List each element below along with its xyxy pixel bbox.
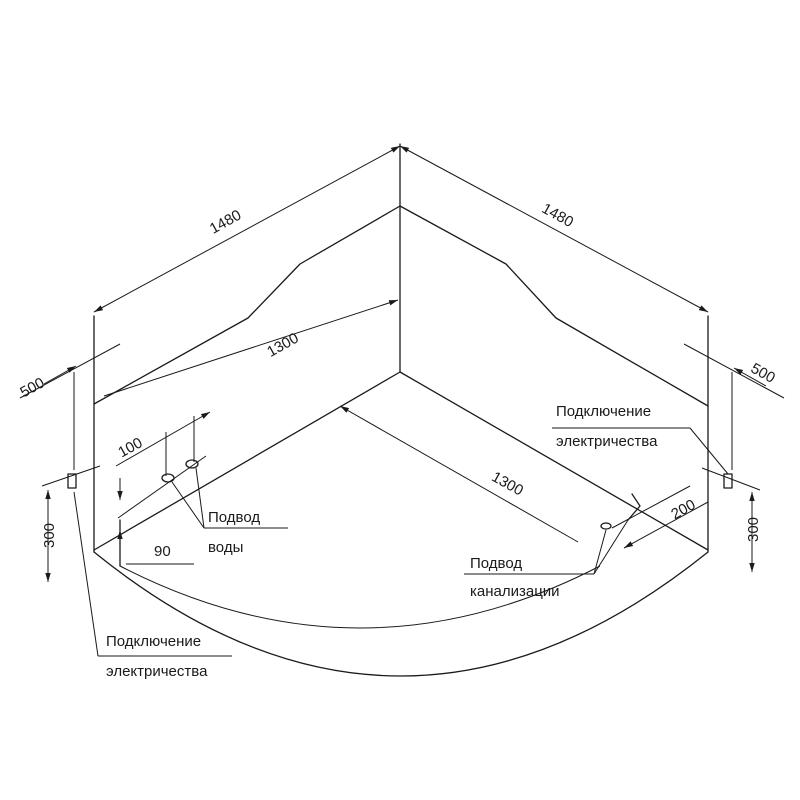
dim-inner-right-text: 1300 — [489, 468, 526, 499]
floor-right — [399, 371, 709, 551]
dim-inner-right: 1300 — [339, 405, 579, 543]
dim-water-offset: 100 — [115, 411, 211, 519]
label-water-1: Подвод — [208, 509, 260, 526]
dim-elec-right: 300 — [552, 427, 762, 572]
dim-water-height: 90 — [117, 478, 194, 565]
dim-outer-left: 1480 — [93, 145, 401, 313]
apron-inner-curve — [119, 565, 601, 629]
dim-elec-right-text: 300 — [745, 517, 762, 542]
dim-elec-left: 300 — [41, 465, 101, 657]
dim-height-right: 500 — [683, 343, 785, 470]
label-water-2: воды — [208, 539, 243, 556]
rim-left — [93, 205, 401, 405]
dim-outer-right: 1480 — [399, 145, 709, 313]
water-inlet-2-icon — [185, 459, 199, 469]
elec-socket-left-icon — [67, 473, 77, 489]
dim-water-height-text: 90 — [154, 543, 171, 560]
overflow-icon — [627, 493, 641, 521]
label-elec-left-1: Подключение — [106, 633, 201, 650]
water-fittings — [161, 459, 288, 529]
elec-socket-right-icon — [723, 473, 733, 489]
dim-height-left: 500 — [17, 343, 121, 470]
front-apron-curve — [93, 551, 709, 677]
label-elec-left-2: электричества — [106, 663, 208, 680]
drain-outlet-icon — [600, 522, 612, 530]
dim-inner-left-text: 1300 — [264, 330, 301, 361]
label-drain-2: канализации — [470, 583, 560, 600]
dim-water-offset-text: 100 — [115, 434, 145, 461]
dim-outer-right-text: 1480 — [539, 200, 576, 231]
rim-right — [399, 205, 709, 407]
water-inlet-1-icon — [161, 473, 175, 483]
floor-left — [93, 371, 401, 551]
dim-drain-offset: 200 — [611, 485, 709, 549]
label-elec-right-2: электричества — [556, 433, 658, 450]
label-drain-1: Подвод — [470, 555, 522, 572]
dim-elec-left-text: 300 — [41, 523, 58, 548]
drain-fittings — [464, 493, 641, 575]
dim-height-right-text: 500 — [748, 360, 778, 387]
label-elec-right-1: Подключение — [556, 403, 651, 420]
dim-drain-offset-text: 200 — [668, 496, 698, 523]
